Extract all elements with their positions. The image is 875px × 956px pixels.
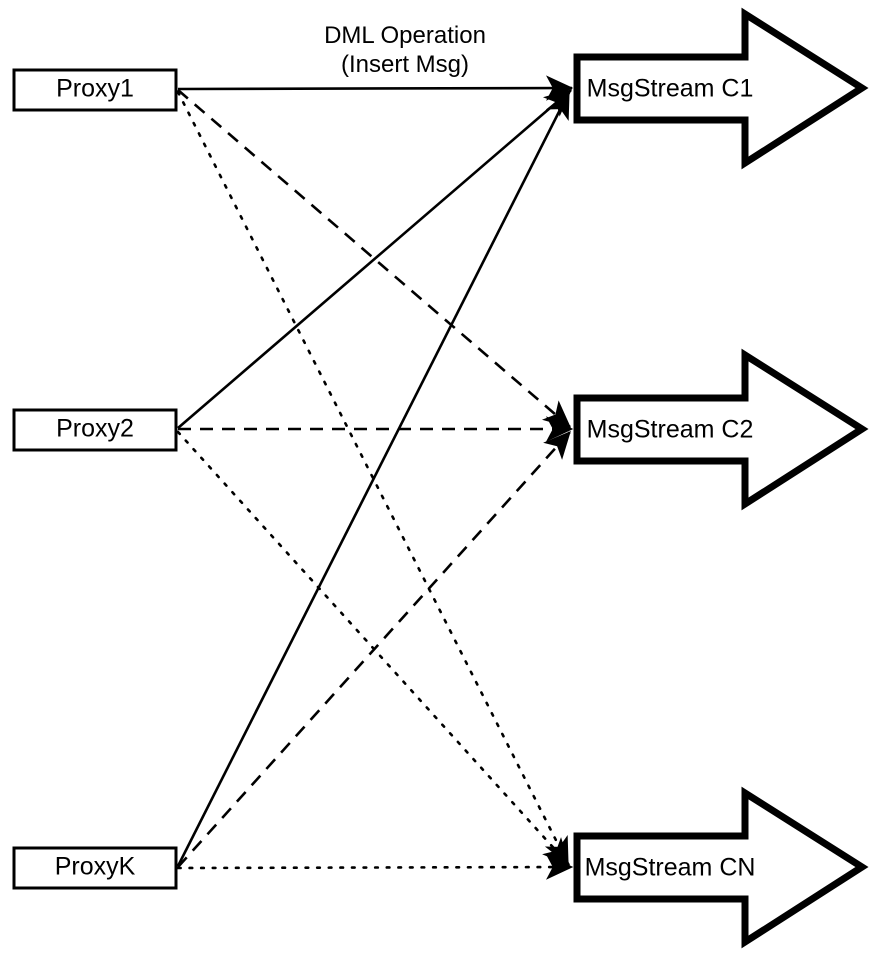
- stream-nodes-layer: MsgStream C1 MsgStream C2 MsgStream CN: [573, 7, 869, 949]
- stream-arrow-outline[interactable]: [573, 348, 869, 511]
- connection-line-dashed[interactable]: [177, 431, 571, 868]
- connection-line-solid[interactable]: [176, 90, 571, 867]
- stream-label: MsgStream CN: [585, 854, 756, 882]
- proxy-label: ProxyK: [55, 853, 136, 881]
- connection-p1-c1[interactable]: [177, 75, 574, 101]
- proxy-label: Proxy2: [56, 415, 134, 443]
- stream-arrow-outline[interactable]: [573, 786, 869, 949]
- connection-line-dotted[interactable]: [176, 854, 574, 880]
- edge-label-dml-operation: DML Operation (Insert Msg): [324, 22, 486, 78]
- stream-label: MsgStream C1: [587, 75, 754, 103]
- stream-node-stream_c1[interactable]: MsgStream C1: [573, 7, 869, 170]
- edge-label-line-2: (Insert Msg): [341, 51, 469, 78]
- connection-p1-c2[interactable]: [177, 89, 571, 428]
- stream-arrow-outline[interactable]: [573, 7, 869, 170]
- connection-line-dashed[interactable]: [177, 89, 571, 428]
- proxy-node-proxyk[interactable]: ProxyK: [12, 846, 178, 890]
- proxy-box-outline[interactable]: [12, 68, 178, 112]
- edge-label-line-1: DML Operation: [324, 22, 486, 49]
- connections-layer: [176, 75, 574, 880]
- proxy-node-proxy1[interactable]: Proxy1: [12, 68, 178, 112]
- stream-node-stream_c2[interactable]: MsgStream C2: [573, 348, 869, 511]
- proxy-box-outline[interactable]: [12, 408, 178, 452]
- connection-line-solid[interactable]: [177, 75, 574, 101]
- stream-label: MsgStream C2: [587, 416, 754, 444]
- proxy-box-outline[interactable]: [12, 846, 178, 890]
- connection-pk-cn[interactable]: [176, 854, 574, 880]
- proxy-label: Proxy1: [56, 75, 134, 103]
- connection-pk-c1[interactable]: [176, 90, 571, 867]
- connection-pk-c2[interactable]: [177, 431, 571, 868]
- stream-node-stream_cn[interactable]: MsgStream CN: [573, 786, 869, 949]
- proxy-node-proxy2[interactable]: Proxy2: [12, 408, 178, 452]
- connection-line-solid[interactable]: [177, 89, 572, 429]
- connection-p2-c1[interactable]: [177, 89, 572, 429]
